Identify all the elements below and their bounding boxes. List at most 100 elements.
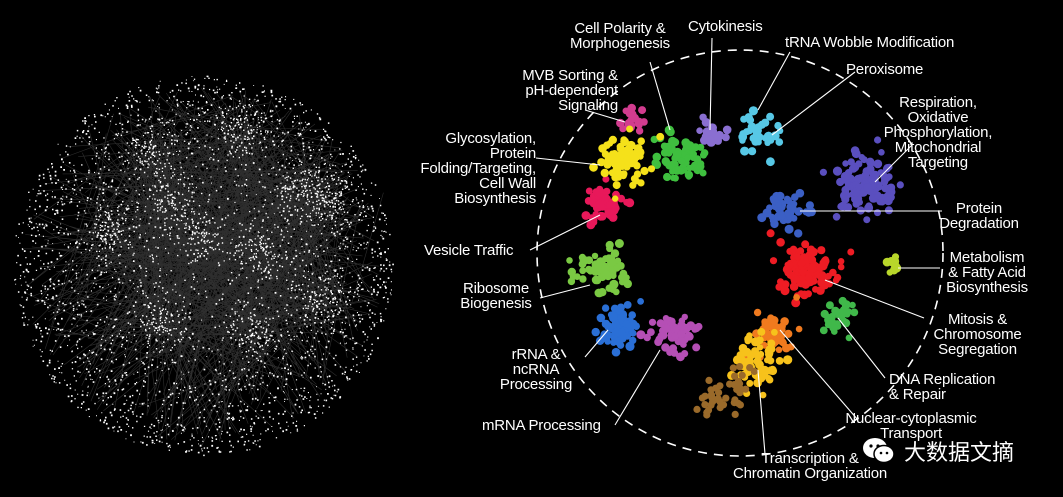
leader-line (584, 109, 626, 123)
label-protein-degradation: Protein Degradation (939, 200, 1019, 232)
leader-line (649, 61, 671, 131)
node (789, 282, 799, 291)
node (794, 229, 803, 238)
node (594, 260, 603, 269)
node (744, 113, 753, 122)
node (732, 355, 742, 365)
node (742, 347, 752, 357)
node (691, 326, 699, 333)
node (754, 352, 762, 360)
node (672, 174, 679, 182)
node (759, 391, 767, 399)
node (624, 148, 632, 156)
leader-line (539, 284, 591, 299)
node (883, 164, 892, 172)
node (764, 139, 771, 146)
node (849, 301, 856, 309)
node (606, 201, 614, 209)
node (766, 357, 775, 365)
node (661, 323, 671, 333)
node (840, 171, 850, 181)
node (763, 331, 771, 339)
node (667, 317, 676, 327)
node (636, 330, 646, 340)
cluster-trna-wobble (738, 106, 784, 167)
node (612, 265, 620, 272)
node (769, 257, 778, 265)
node (662, 158, 671, 167)
node (845, 308, 853, 315)
node (838, 201, 848, 211)
node (776, 238, 785, 247)
node (585, 187, 593, 195)
node (591, 327, 600, 337)
node (614, 257, 622, 265)
cluster-glycosylation (589, 125, 665, 202)
node (677, 167, 685, 175)
leader-line (584, 329, 609, 358)
cluster-dna-replication (819, 296, 859, 342)
leader-line (709, 37, 713, 131)
node (605, 208, 613, 216)
node (599, 334, 607, 343)
node (701, 401, 709, 409)
network-nodes (14, 75, 394, 457)
node (608, 135, 618, 144)
node (573, 273, 581, 280)
node (597, 158, 606, 167)
label-mrna-processing: mRNA Processing (482, 417, 601, 434)
label-trna-wobble: tRNA Wobble Modification (785, 34, 955, 51)
label-cell-polarity: Cell Polarity & Morphogenesis (570, 20, 670, 52)
node (612, 195, 619, 202)
node (567, 277, 576, 286)
node (800, 290, 809, 300)
node (882, 257, 892, 267)
node (784, 224, 794, 234)
node (783, 195, 791, 203)
node (771, 328, 778, 336)
label-mvb-sorting: MVB Sorting & pH-dependent Signaling (522, 67, 618, 114)
node (696, 127, 703, 134)
wechat-icon (863, 438, 895, 464)
cluster-ribosome (566, 239, 632, 298)
node (737, 385, 745, 393)
node (686, 164, 693, 172)
node (833, 273, 842, 282)
node (693, 405, 701, 413)
node (842, 160, 849, 167)
node (775, 138, 784, 146)
node (610, 272, 617, 280)
node (579, 275, 587, 283)
node (848, 165, 856, 172)
node (581, 211, 591, 220)
node (775, 357, 784, 365)
leader-line (771, 71, 856, 136)
node (630, 321, 638, 329)
network-edges (23, 87, 384, 446)
cluster-rrna (591, 298, 644, 357)
label-transcription: Transcription & Chromatin Organization (732, 450, 887, 482)
node (874, 136, 882, 144)
cluster-nodes (566, 103, 904, 419)
label-vesicle-traffic: Vesicle Traffic (424, 242, 514, 259)
node (707, 401, 715, 409)
node (609, 313, 618, 323)
node (677, 321, 686, 331)
node (708, 393, 716, 401)
node (607, 153, 616, 161)
node (866, 188, 874, 195)
node (668, 136, 678, 146)
node (614, 239, 624, 248)
label-ribosome-biogenesis: Ribosome Biogenesis (460, 280, 532, 312)
node (647, 165, 656, 173)
node (633, 170, 642, 178)
node (770, 196, 779, 205)
node (795, 188, 805, 198)
node (863, 216, 871, 224)
node (603, 141, 611, 149)
node (762, 208, 772, 218)
node (820, 309, 829, 319)
node (845, 334, 853, 342)
node (607, 257, 617, 267)
